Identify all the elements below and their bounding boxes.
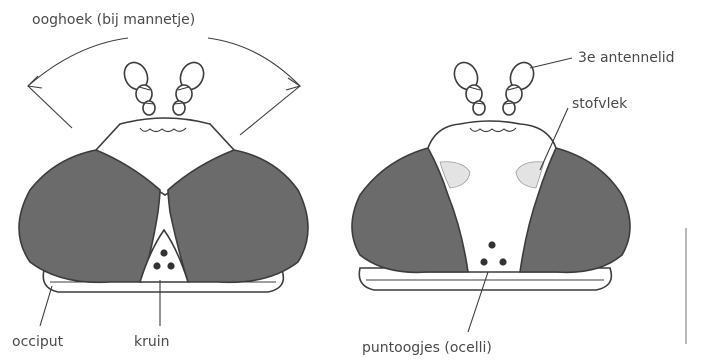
label-eye-angle: ooghoek (bij mannetje) — [32, 12, 195, 28]
eye-angle-arc-right — [208, 38, 300, 86]
eye-angle-line-right — [240, 86, 300, 135]
eye-angle-arrowhead-left — [28, 76, 42, 88]
female-ocellus-2 — [480, 258, 487, 265]
label-dust-spot: stofvlek — [572, 96, 628, 112]
male-head — [19, 38, 308, 326]
antenna-segment-leader — [530, 58, 572, 68]
label-antenna-segment: 3e antennelid — [578, 50, 675, 66]
male-antenna-right — [173, 59, 208, 115]
female-ocellus-1 — [488, 241, 495, 248]
occiput-leader — [40, 286, 52, 326]
eye-angle-arc-left — [28, 38, 128, 86]
female-antenna-left — [450, 59, 485, 115]
label-ocelli: puntoogjes (ocelli) — [362, 340, 492, 356]
label-occiput: occiput — [12, 334, 64, 350]
male-ocellus-2 — [153, 262, 160, 269]
eye-angle-line-left — [28, 86, 72, 128]
male-ocellus-3 — [167, 262, 174, 269]
male-antenna-left — [120, 59, 155, 115]
label-crown: kruin — [134, 334, 170, 350]
female-ocellus-3 — [499, 258, 506, 265]
male-ocellus-1 — [160, 249, 167, 256]
